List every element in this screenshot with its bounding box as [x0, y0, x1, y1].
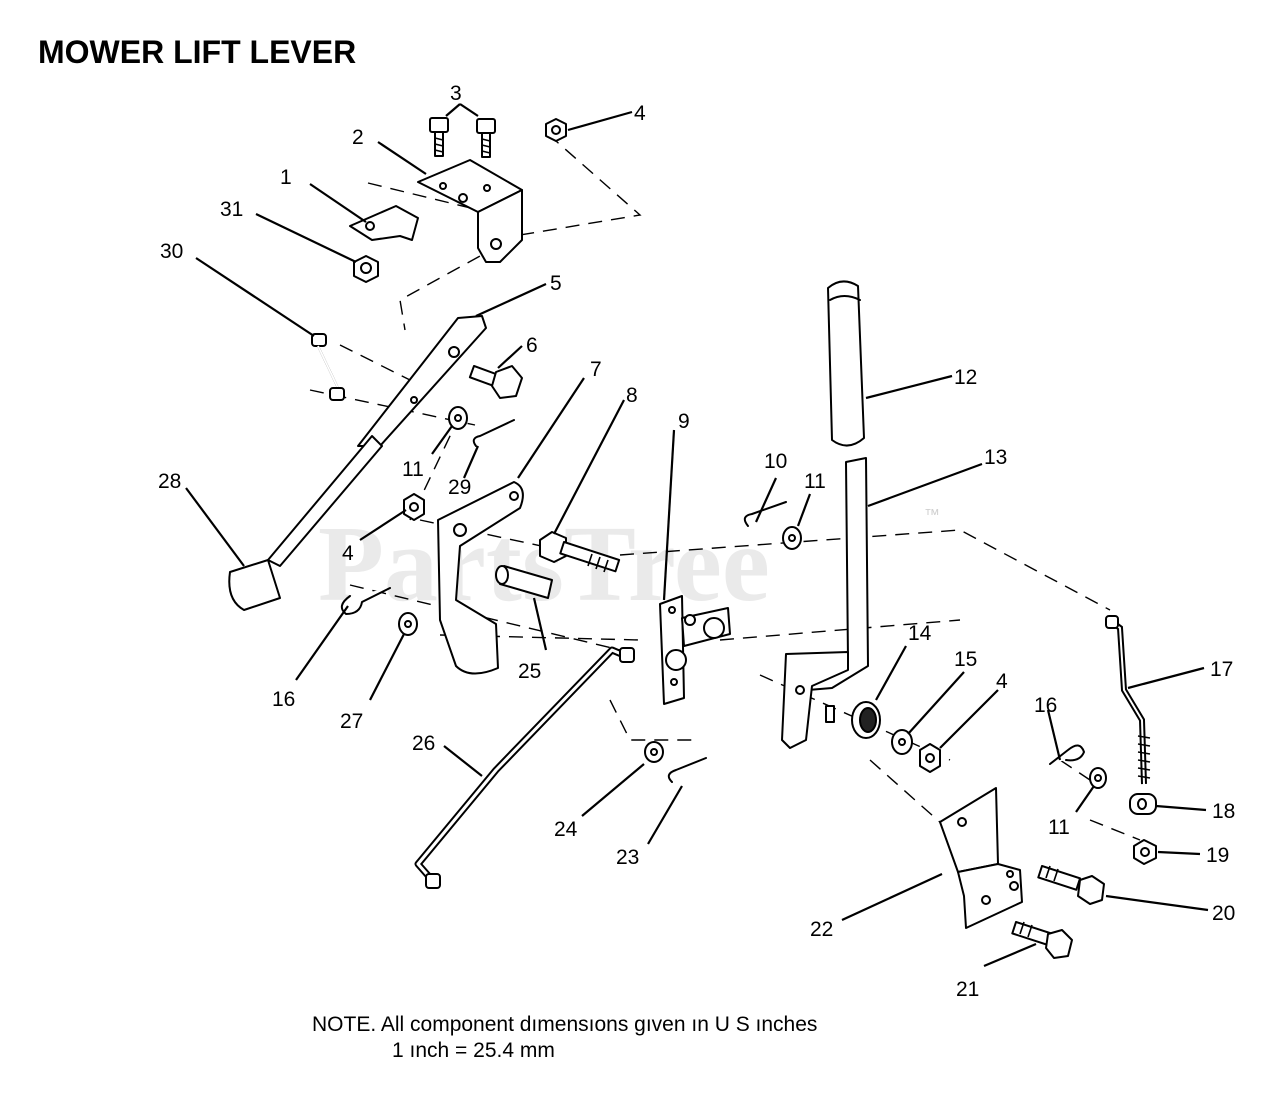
rod-part-17 [1105, 615, 1151, 785]
nut-part-31 [353, 255, 379, 283]
callout-21: 21 [956, 978, 979, 1001]
spacer-part-25 [495, 565, 553, 599]
washer-part-11-b [782, 526, 802, 550]
callout-20: 20 [1212, 902, 1235, 925]
clip-part-16-left [340, 587, 391, 615]
callout-11-a: 11 [402, 458, 424, 481]
callout-8: 8 [626, 384, 638, 407]
plate-part-7 [437, 481, 524, 675]
bolt-part-21 [1011, 921, 1073, 959]
knob-part-28 [228, 559, 281, 611]
clip-part-1 [349, 205, 419, 241]
bracket-part-2 [417, 159, 523, 263]
clip-part-16-right [1049, 744, 1085, 765]
callout-16-left: 16 [272, 688, 295, 711]
callout-7: 7 [590, 358, 602, 381]
callout-4-top: 4 [634, 102, 646, 125]
callout-29: 29 [448, 476, 471, 499]
callout-4-lower: 4 [996, 670, 1008, 693]
callout-25: 25 [518, 660, 541, 683]
nut-part-19 [1133, 839, 1157, 865]
callout-14: 14 [908, 622, 932, 645]
lever-arm-part-5 [267, 315, 487, 567]
callout-1: 1 [280, 166, 292, 189]
callout-labels: 3 4 2 1 31 30 5 6 7 8 9 11 29 28 4 10 11… [158, 82, 1235, 1001]
watermark-text: PartsTree [318, 505, 770, 624]
callout-2: 2 [352, 126, 364, 149]
callout-23: 23 [616, 846, 639, 869]
bracket-part-22 [939, 787, 1023, 929]
bushing-part-14 [851, 701, 881, 739]
washer-part-15 [891, 729, 913, 755]
callout-10: 10 [764, 450, 787, 473]
swivel-part-18 [1129, 793, 1157, 815]
nut-part-4-lower [919, 743, 941, 773]
bolt-part-20 [1037, 864, 1105, 905]
callout-15: 15 [954, 648, 977, 671]
callout-4-mid: 4 [342, 542, 354, 565]
callout-24: 24 [554, 818, 578, 841]
clip-part-10 [743, 501, 787, 527]
callout-12: 12 [954, 366, 977, 389]
callout-9: 9 [678, 410, 690, 433]
lever-part-13 [781, 457, 869, 749]
callout-17: 17 [1210, 658, 1233, 681]
washer-part-27 [398, 612, 418, 636]
grip-part-12 [827, 280, 865, 447]
callout-28: 28 [158, 470, 181, 493]
bolt-part-6 [468, 365, 523, 399]
callout-18: 18 [1212, 800, 1235, 823]
nut-part-4-top [545, 118, 567, 142]
callout-19: 19 [1206, 844, 1229, 867]
units-note: NOTE. All component dımensıons gıven ın … [312, 1012, 817, 1064]
washer-part-11-c [1089, 767, 1107, 789]
washer-part-11-a [448, 406, 468, 430]
callout-3: 3 [450, 82, 462, 105]
bracket-part-9 [659, 595, 731, 705]
watermark-trademark: ™ [924, 507, 940, 524]
washer-part-24 [644, 741, 664, 763]
callout-16-right: 16 [1034, 694, 1057, 717]
callout-5: 5 [550, 272, 562, 295]
watermark: PartsTree ™ [318, 505, 940, 624]
units-note-line-1: NOTE. All component dımensıons gıven ın … [312, 1013, 818, 1036]
callout-31: 31 [220, 198, 243, 221]
callout-26: 26 [412, 732, 435, 755]
units-note-line-2: 1 ınch = 25.4 mm [392, 1039, 555, 1062]
callout-13: 13 [984, 446, 1007, 469]
callout-11-b: 11 [804, 470, 826, 493]
rod-part-26 [414, 646, 635, 889]
leader-lines [185, 103, 1209, 968]
bolt-part-8 [539, 531, 621, 573]
cotter-pin-part-29 [472, 419, 515, 447]
callout-27: 27 [340, 710, 363, 733]
cotter-pin-part-23 [667, 757, 707, 783]
callout-11-c: 11 [1048, 816, 1070, 839]
bolt-pair-part-3 [429, 117, 496, 158]
callout-6: 6 [526, 334, 538, 357]
callout-30: 30 [160, 240, 183, 263]
nut-part-4-mid [403, 493, 425, 521]
callout-22: 22 [810, 918, 833, 941]
link-part-30 [311, 333, 345, 401]
diagram-title: MOWER LIFT LEVER [38, 34, 357, 70]
